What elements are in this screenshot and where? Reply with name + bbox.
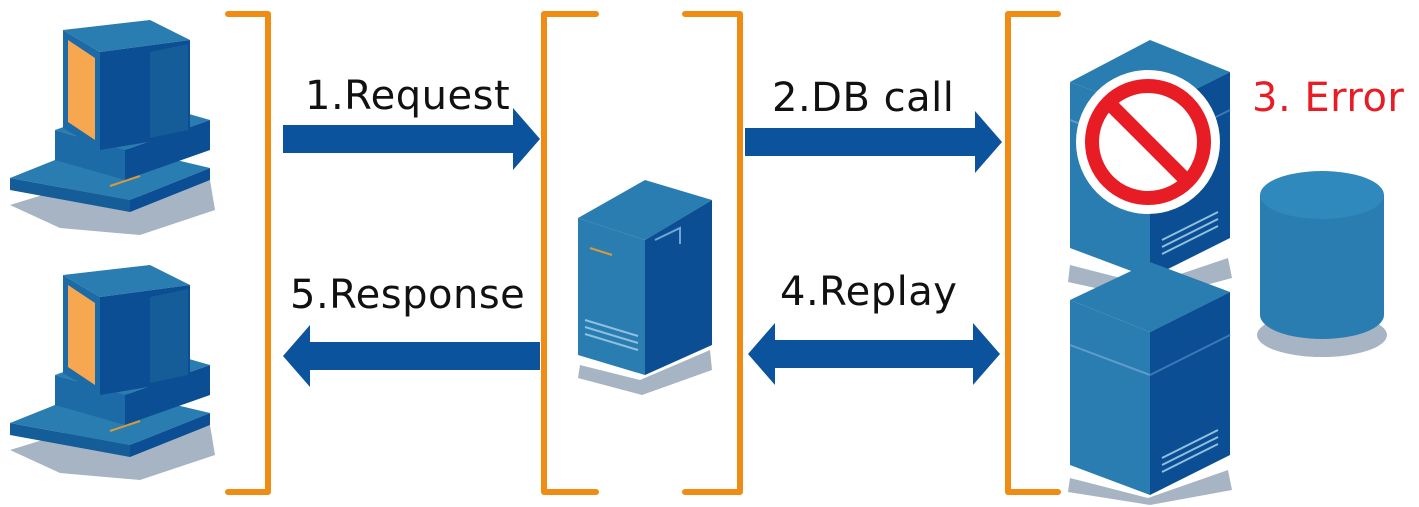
client-computer-icon <box>10 20 215 235</box>
server-cube-icon <box>1068 262 1232 505</box>
request-label: 1.Request <box>305 73 511 119</box>
app-bracket-left <box>541 11 599 495</box>
app-bracket-right <box>682 11 743 495</box>
db-call-arrow <box>745 111 1002 173</box>
server-tower-icon <box>578 180 712 395</box>
request-arrow <box>283 108 540 170</box>
db-bracket-left <box>1005 11 1061 495</box>
response-label: 5.Response <box>290 272 526 318</box>
db-call-label: 2.DB call <box>772 75 955 121</box>
prohibited-icon <box>1076 70 1220 214</box>
client-computer-icon <box>10 265 215 480</box>
replay-label: 4.Replay <box>780 269 958 315</box>
client-bracket-right <box>225 11 271 495</box>
database-cylinder-icon <box>1257 171 1387 357</box>
response-arrow <box>283 325 540 387</box>
error-label: 3. Error <box>1252 75 1405 121</box>
replay-arrow <box>748 323 1000 385</box>
